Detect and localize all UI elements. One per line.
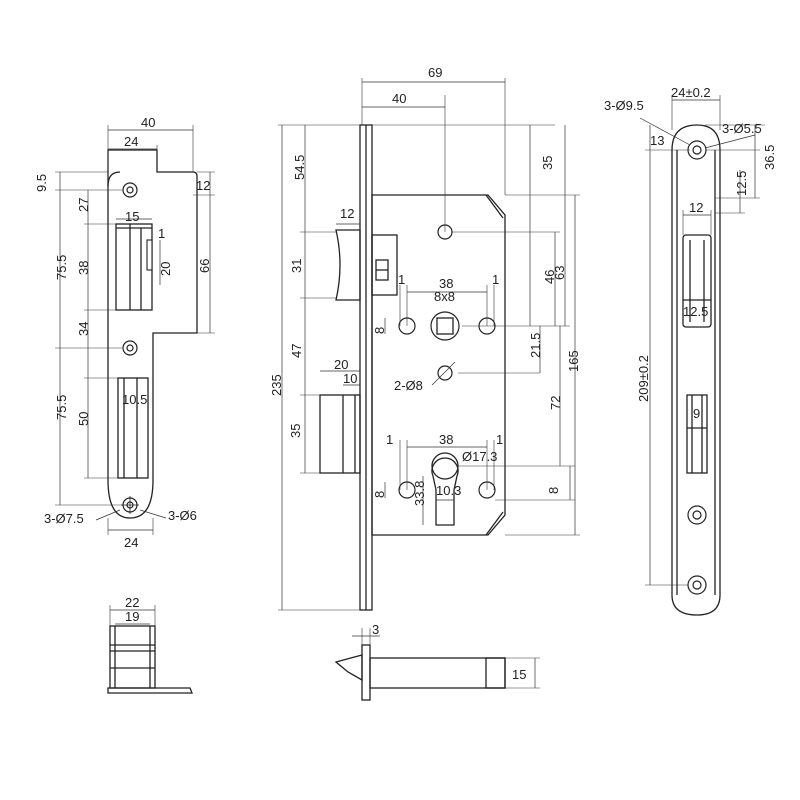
lock-dim-latch: 31 [289, 259, 304, 273]
strike-plate-outline [107, 149, 198, 519]
lock-backset: 40 [392, 91, 406, 106]
lock-case-outline [371, 194, 506, 536]
strike-plate-view: 40 24 9.5 12 27 15 1 75.5 38 20 66 34 75… [34, 115, 215, 550]
lock-dim-bolt: 35 [288, 424, 303, 438]
fixing-hole-mid [437, 365, 453, 381]
faceplate-latch-slot [682, 234, 712, 328]
faceplate-dim-12-5-top: 12.5 [734, 171, 749, 196]
strike-pitch-lower: 75.5 [54, 395, 69, 420]
faceplate-holes-small: 3-Ø5.5 [722, 121, 762, 136]
latch-tab [146, 239, 153, 271]
lock-dim-72: 72 [548, 396, 563, 410]
faceplate-width: 24±0.2 [671, 85, 711, 100]
bolt-side-view: 3 15 [334, 622, 540, 701]
strike-top-offset: 9.5 [34, 174, 49, 192]
lock-dim-21-5: 21.5 [528, 333, 543, 358]
strike-mid-gap: 34 [76, 322, 91, 336]
strike-step-height: 12 [196, 178, 210, 193]
latch-width-inner: 19 [125, 609, 139, 624]
dead-bolt [319, 394, 361, 474]
lock-cyl-dia: Ø17.3 [462, 449, 497, 464]
faceplate-view: 3-Ø9.5 24±0.2 3-Ø5.5 13 36.5 12.5 12 12.… [604, 85, 777, 616]
faceplate-dim-36-5: 36.5 [762, 145, 777, 170]
latch-width-outer: 22 [125, 595, 139, 610]
spindle-square [436, 317, 454, 335]
latch-view: 22 19 [107, 595, 193, 694]
strike-width-total: 40 [141, 115, 155, 130]
lock-bolt-depth: 20 [334, 357, 348, 372]
strike-pitch-upper: 75.5 [54, 255, 69, 280]
lock-gap-1d: 1 [496, 432, 503, 447]
lock-dim-mid: 47 [289, 344, 304, 358]
lock-dim-overall: 235 [269, 374, 284, 396]
lock-latch-projection: 12 [340, 206, 354, 221]
bolt-side-faceplate [361, 644, 371, 701]
lock-gap-1a: 1 [398, 272, 405, 287]
lock-gap-1c: 1 [386, 432, 393, 447]
strike-bolt-height: 50 [76, 412, 91, 426]
faceplate-length: 209±0.2 [636, 355, 651, 402]
strike-holes-left: 3-Ø7.5 [44, 511, 84, 526]
bolt-cutout [117, 377, 149, 479]
lock-dim-top: 54.5 [292, 155, 307, 180]
lock-spacing-38-top: 38 [439, 276, 453, 291]
strike-latch-width: 15 [125, 209, 139, 224]
lock-body-view: 69 40 12 54.5 31 47 35 235 20 10 35 46 6… [269, 65, 581, 611]
strike-plate-corner [107, 171, 121, 187]
latch-bolt [335, 229, 361, 301]
faceplate-holes-large: 3-Ø9.5 [604, 98, 644, 113]
lock-cyl-33-8: 33.8 [412, 481, 427, 506]
spindle-hub [430, 311, 460, 341]
faceplate-slot-height: 12.5 [683, 304, 708, 319]
lock-cyl-10-3: 10.3 [436, 483, 461, 498]
lock-dim-8-left-bot: 8 [372, 491, 387, 498]
strike-hole-edge: 27 [76, 198, 91, 212]
lock-overall-depth: 69 [428, 65, 442, 80]
lock-dim-165: 165 [566, 350, 581, 372]
lock-dim-63: 63 [552, 266, 567, 280]
strike-bolt-width: 10.5 [122, 392, 147, 407]
lock-dim-35: 35 [540, 156, 555, 170]
strike-latch-height: 38 [76, 261, 91, 275]
latch-body-rect [109, 625, 156, 689]
lock-dim-46: 46 [542, 270, 557, 284]
faceplate-slot-width: 12 [689, 200, 703, 215]
lock-dim-8-right: 8 [546, 487, 561, 494]
strike-latch-depth: 20 [158, 262, 173, 276]
lock-dim-8-left-top: 8 [372, 327, 387, 334]
strike-bottom-width: 24 [124, 535, 138, 550]
bolt-side-height: 15 [512, 667, 526, 682]
lock-bolt-throw: 10 [343, 371, 357, 386]
faceplate-bolt-slot-label: 9 [693, 406, 700, 421]
lock-gap-1b: 1 [492, 272, 499, 287]
faceplate-bolt-slot [686, 394, 708, 474]
strike-holes-right: 3-Ø6 [168, 508, 197, 523]
bolt-side-body [369, 657, 506, 689]
bolt-side-thickness: 3 [372, 622, 379, 637]
lock-spindle-label: 8x8 [434, 289, 455, 304]
faceplate-outline [671, 124, 721, 616]
strike-lip: 1 [158, 226, 165, 241]
lock-spacing-38-bot: 38 [439, 432, 453, 447]
strike-width-upper: 24 [124, 134, 138, 149]
faceplate-edge-13: 13 [650, 133, 664, 148]
lock-holes-8: 2-Ø8 [394, 378, 423, 393]
strike-side-height: 66 [197, 259, 212, 273]
